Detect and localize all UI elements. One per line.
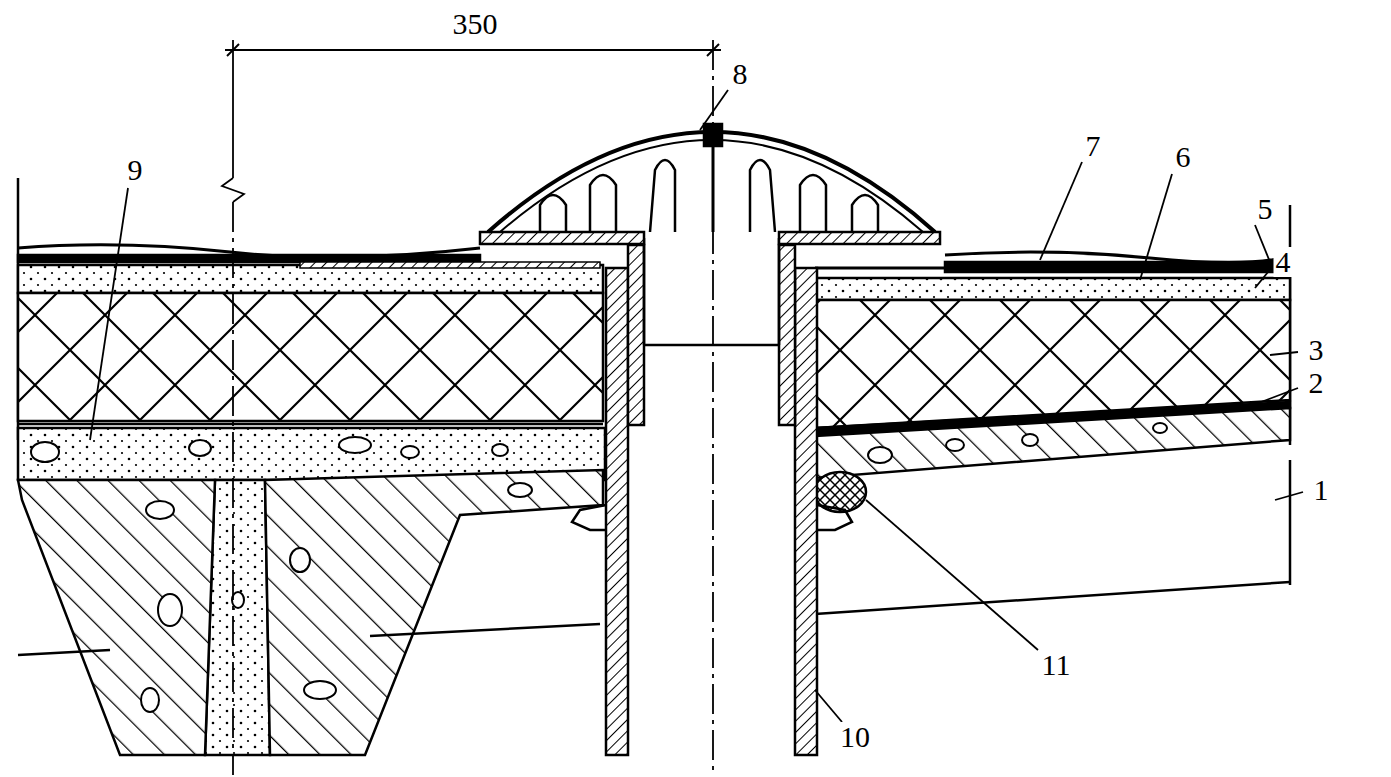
callout-number: 8	[731, 59, 750, 89]
callout-number: 7	[1084, 131, 1103, 161]
callout-number: 5	[1256, 194, 1275, 224]
callout-number: 2	[1307, 368, 1326, 398]
callout-number: 1	[1312, 475, 1331, 505]
callout-number: 11	[1040, 650, 1073, 680]
callout-number: 6	[1174, 142, 1193, 172]
dimension-text: 350	[451, 9, 500, 39]
callout-number: 3	[1307, 335, 1326, 365]
callout-number: 10	[838, 722, 872, 752]
callout-number: 9	[126, 155, 145, 185]
callout-number: 4	[1274, 247, 1293, 277]
